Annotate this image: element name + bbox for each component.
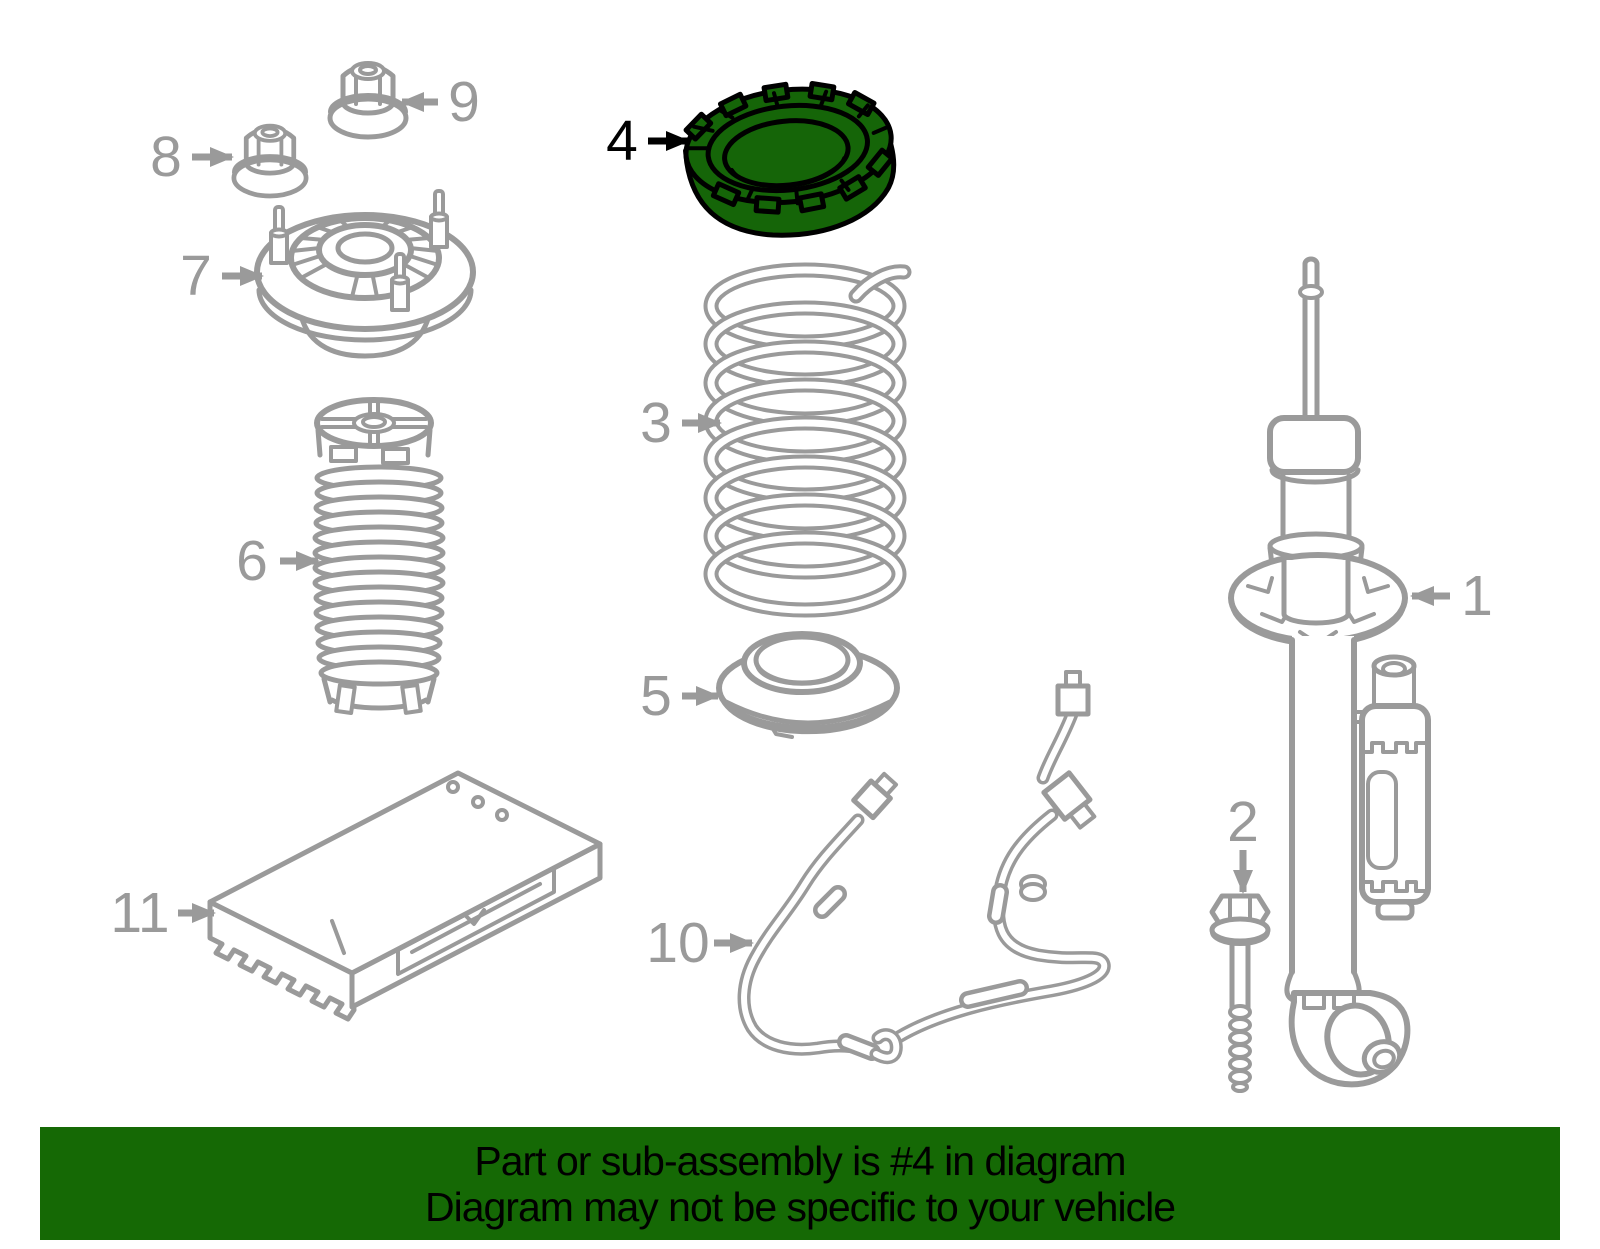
wire-connector-mid <box>1041 770 1097 830</box>
callout-number-6: 6 <box>236 529 268 593</box>
part-4-spring-pad-highlighted <box>683 80 897 238</box>
callout-layer: 9 8 7 6 11 4 3 5 10 2 1 <box>110 70 1492 975</box>
callout-3: 3 <box>640 391 722 455</box>
wire-connector-top <box>1055 670 1091 717</box>
callout-number-8: 8 <box>150 125 182 189</box>
callout-number-4: 4 <box>606 109 638 173</box>
callout-7: 7 <box>180 244 264 308</box>
callout-1: 1 <box>1410 564 1493 628</box>
shock-canister <box>1352 654 1431 921</box>
callout-8: 8 <box>150 125 234 189</box>
part-11-control-module <box>207 770 603 1022</box>
pad-bottom-tabs <box>710 147 895 215</box>
part-3-coil-spring <box>703 262 912 618</box>
highlight-banner: Part or sub-assembly is #4 in diagram Di… <box>40 1127 1560 1240</box>
callout-6: 6 <box>236 529 320 593</box>
part-8-nut <box>234 126 306 196</box>
part-6-dust-boot <box>312 397 446 715</box>
part-7-strut-mount <box>254 189 476 359</box>
callout-number-1: 1 <box>1461 564 1493 628</box>
callout-number-5: 5 <box>640 664 672 728</box>
part-9-nut <box>330 63 406 137</box>
part-2-bolt <box>1209 893 1271 1093</box>
callout-2: 2 <box>1227 790 1259 894</box>
part-1-shock-absorber <box>1228 256 1431 1088</box>
callout-5: 5 <box>640 664 720 728</box>
pad-top-tabs <box>683 80 877 142</box>
part-5-spring-seat <box>716 631 900 739</box>
callout-4: 4 <box>606 109 690 173</box>
part-10-sensor-wire <box>737 670 1111 1065</box>
callout-number-9: 9 <box>448 70 480 134</box>
callout-number-10: 10 <box>646 911 709 975</box>
callout-10: 10 <box>646 911 754 975</box>
callout-number-3: 3 <box>640 391 672 455</box>
callout-number-7: 7 <box>180 244 212 308</box>
wire-connector-left <box>851 771 899 821</box>
callout-9: 9 <box>400 70 480 134</box>
banner-line-2: Diagram may not be specific to your vehi… <box>424 1183 1176 1230</box>
boot-ribs <box>312 464 446 687</box>
callout-number-11: 11 <box>110 881 169 945</box>
banner-line-1: Part or sub-assembly is #4 in diagram <box>474 1137 1126 1184</box>
callout-11: 11 <box>110 881 216 945</box>
callout-number-2: 2 <box>1227 790 1259 854</box>
pad-rim-ticks <box>687 89 889 206</box>
